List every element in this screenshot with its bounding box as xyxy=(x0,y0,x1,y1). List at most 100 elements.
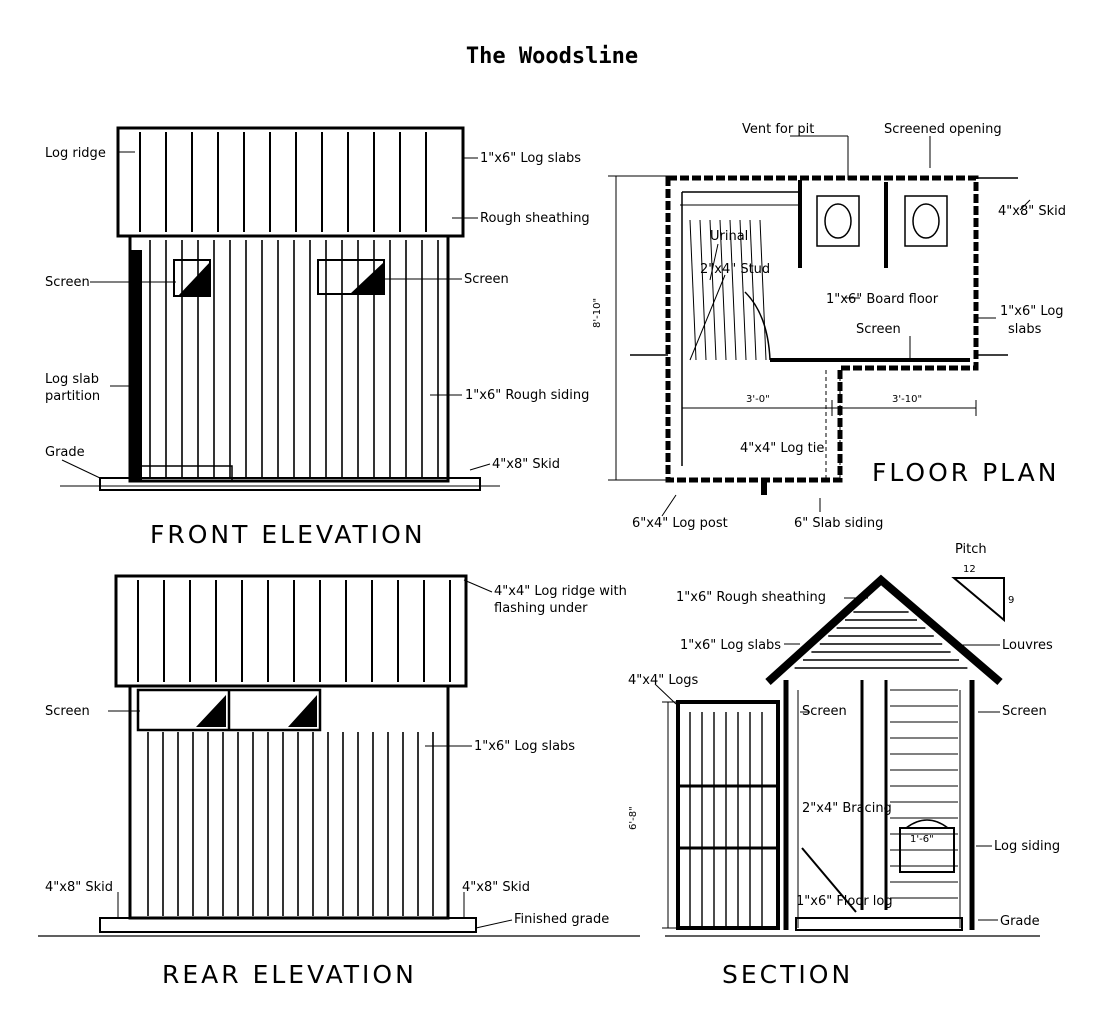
section-roof xyxy=(765,574,1003,686)
section-label-louvres: Louvres xyxy=(1002,638,1053,653)
section-label-seat: 1'-6" xyxy=(910,834,934,845)
plan-label-slab-siding: 6" Slab siding xyxy=(794,516,883,531)
front-label-rough-siding: 1"x6" Rough siding xyxy=(465,388,589,403)
front-roof-log-slabs xyxy=(139,132,427,232)
plan-label-log-slabs-1: 1"x6" Log xyxy=(1000,304,1064,319)
plan-label-log-tie: 4"x4" Log tie xyxy=(740,441,824,456)
section-floor-log xyxy=(795,917,963,931)
plan-label-log-post: 6"x4" Log post xyxy=(632,516,728,531)
rear-label-log-ridge-1: 4"x4" Log ridge with xyxy=(494,584,627,599)
front-wall xyxy=(128,234,450,483)
section-label-logs: 4"x4" Logs xyxy=(628,673,699,688)
rear-label-log-slabs: 1"x6" Log slabs xyxy=(474,739,575,754)
front-elevation: Log ridge 1"x6" Log slabs Rough sheathin… xyxy=(45,126,590,549)
front-screen-left-shade xyxy=(178,262,210,296)
front-wall-siding xyxy=(149,240,439,478)
section-dim-height: 6'-8" xyxy=(628,806,639,830)
section-label-pitch: Pitch xyxy=(955,542,987,557)
plan-leaders xyxy=(661,135,1031,517)
rear-skid xyxy=(99,917,477,933)
rear-leaders xyxy=(108,579,513,929)
floor-hatch-line xyxy=(689,219,697,361)
plan-label-skid: 4"x8" Skid xyxy=(998,204,1066,219)
section-log-siding xyxy=(890,689,958,899)
plan-seat-left-hole xyxy=(824,203,852,239)
floor-hatch-line xyxy=(759,219,767,361)
section-seat xyxy=(899,827,955,873)
front-label-screen-left: Screen xyxy=(45,275,90,290)
front-label-grade: Grade xyxy=(45,445,85,460)
section-label-pitch-run: 12 xyxy=(963,564,976,575)
front-label-partition-1: Log slab xyxy=(45,372,99,387)
section-label-grade: Grade xyxy=(1000,914,1040,929)
rear-label-skid-right: 4"x8" Skid xyxy=(462,880,530,895)
front-label-skid: 4"x8" Skid xyxy=(492,457,560,472)
plan-label-vent: Vent for pit xyxy=(742,122,814,137)
plan-urinal-floor-hatch xyxy=(689,219,767,361)
front-screen-right-shade xyxy=(350,262,384,294)
section-label-floor-log: 1"x6" Floor log xyxy=(796,894,893,909)
front-label-partition-2: partition xyxy=(45,389,100,404)
front-elevation-caption: FRONT ELEVATION xyxy=(150,520,426,549)
section-label-rough-sheathing: 1"x6" Rough sheathing xyxy=(676,590,826,605)
rear-label-skid-left: 4"x8" Skid xyxy=(45,880,113,895)
front-label-screen-right: Screen xyxy=(464,272,509,287)
section-louvres xyxy=(794,611,968,669)
rear-label-finished-grade: Finished grade xyxy=(514,912,609,927)
section-label-pitch-rise: 9 xyxy=(1008,595,1014,606)
section-pitch-triangle xyxy=(951,577,1005,623)
floor-hatch-line xyxy=(729,219,737,361)
front-door-step xyxy=(139,465,233,482)
section-screen-wall-boards xyxy=(689,712,763,926)
front-skid xyxy=(99,477,481,491)
front-log-slab-partition xyxy=(130,250,142,481)
section-label-log-siding: Log siding xyxy=(994,839,1060,854)
section-view: Pitch 12 9 1"x6" Rough sheathing 1"x6" L… xyxy=(628,542,1060,989)
plan-dimension-lines xyxy=(608,175,977,481)
rear-wall-siding xyxy=(147,732,434,916)
plan-label-stud: 2"x4" Stud xyxy=(700,262,770,277)
section-label-log-slabs: 1"x6" Log slabs xyxy=(680,638,781,653)
front-roof-ridge xyxy=(116,126,465,238)
floor-plan: Vent for pit Screened opening 4"x8" Skid… xyxy=(592,122,1066,531)
rear-screen-shade-right xyxy=(288,695,317,727)
plan-seat-right xyxy=(904,195,948,247)
plan-dim-right: 3'-10" xyxy=(892,394,922,405)
rear-roof-log-slabs xyxy=(137,580,451,682)
front-label-log-slabs: 1"x6" Log slabs xyxy=(480,151,581,166)
front-leaders xyxy=(61,151,491,479)
floor-hatch-line xyxy=(749,219,757,361)
plan-seat-right-hole xyxy=(912,203,940,239)
plan-dim-left: 3'-0" xyxy=(746,394,770,405)
plan-dim-height: 8'-10" xyxy=(592,298,603,328)
page-title: The Woodsline xyxy=(465,44,639,69)
floor-hatch-line xyxy=(699,219,707,361)
front-label-rough-sheathing: Rough sheathing xyxy=(480,211,590,226)
section-label-screen-left: Screen xyxy=(802,704,847,719)
floor-hatch-line xyxy=(709,219,717,361)
section-seat-lid xyxy=(905,819,949,829)
plan-label-board-floor: 1"x6" Board floor xyxy=(826,292,939,307)
floor-plan-caption: FLOOR PLAN xyxy=(872,458,1059,487)
floor-hatch-line xyxy=(719,219,727,361)
rear-elevation: 4"x4" Log ridge with flashing under Scre… xyxy=(38,574,640,989)
rear-label-screen: Screen xyxy=(45,704,90,719)
section-label-bracing: 2"x4" Bracing xyxy=(802,801,892,816)
section-caption: SECTION xyxy=(722,960,853,989)
rear-elevation-caption: REAR ELEVATION xyxy=(162,960,417,989)
front-label-log-ridge: Log ridge xyxy=(45,146,106,161)
section-leaders xyxy=(654,597,1000,921)
plan-label-log-slabs-2: slabs xyxy=(1008,322,1042,337)
section-label-screen-right: Screen xyxy=(1002,704,1047,719)
section-bracing xyxy=(801,847,857,913)
plan-seat-left xyxy=(816,195,860,247)
rear-screen-shade-left xyxy=(196,695,226,727)
plan-label-screen: Screen xyxy=(856,322,901,337)
floor-hatch-line xyxy=(739,219,747,361)
section-screen-wall-frame xyxy=(676,700,780,930)
plan-label-screened-opening: Screened opening xyxy=(884,122,1002,137)
rear-roof-ridge xyxy=(114,574,468,688)
plan-door-swing xyxy=(744,291,771,361)
